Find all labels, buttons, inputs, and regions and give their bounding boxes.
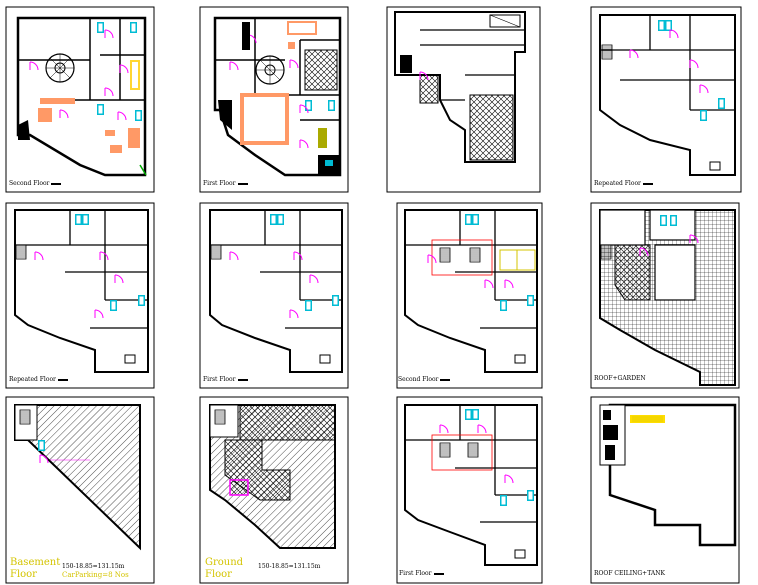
scale-bar <box>642 182 653 185</box>
basement-label: Basement Floor <box>10 557 61 580</box>
label-text: First Floor <box>203 180 236 187</box>
label-text: ROOF CEILING+TANK <box>594 570 665 577</box>
panel-label: Repeated Floor <box>9 377 68 383</box>
plan-panel-7 <box>396 202 543 389</box>
label-text: ROOF+GARDEN <box>594 375 646 382</box>
plan-panel-4 <box>590 6 742 193</box>
plan-panel-5 <box>5 202 155 389</box>
scale-bar <box>433 572 444 575</box>
panel-label: First Floor <box>203 377 248 383</box>
panel-label: Second Floor <box>9 180 62 187</box>
plan-panel-2 <box>199 6 349 193</box>
panel-label: Repeated Floor <box>594 181 653 187</box>
plan-panel-3 <box>386 6 541 193</box>
area-text: 150-18.85=131.15m <box>62 563 125 570</box>
plan-panel-6 <box>199 202 349 389</box>
label-text: First Floor <box>399 570 432 577</box>
label-text: Second Floor <box>398 376 439 383</box>
label-text: First Floor <box>203 376 236 383</box>
scale-bar <box>440 378 451 381</box>
parking-text: CarParking=8 Nos <box>62 570 129 579</box>
scale-bar <box>237 378 248 381</box>
plan-panel-1 <box>5 6 155 193</box>
panel-label: First Floor <box>399 571 444 577</box>
scale-bar <box>51 182 62 185</box>
panel-label: First Floor <box>203 181 248 187</box>
basement-area: 150-18.85=131.15m CarParking=8 Nos <box>62 563 129 580</box>
scale-bar <box>237 182 248 185</box>
panel-label: Second Floor <box>398 376 451 383</box>
scale-bar <box>57 378 68 381</box>
panel-label: ROOF+GARDEN <box>594 376 646 382</box>
plan-panel-8 <box>590 202 740 389</box>
label-text: Repeated Floor <box>9 376 56 383</box>
area-text: 150-18.85=131.15m <box>258 563 321 570</box>
label-text: Second Floor <box>9 180 50 187</box>
ground-area: 150-18.85=131.15m <box>258 563 320 571</box>
plan-panel-12 <box>590 396 740 584</box>
panel-label: ROOF CEILING+TANK <box>594 571 665 577</box>
plan-panel-11 <box>396 396 543 584</box>
plan-panel-10 <box>199 396 349 584</box>
label-text: Repeated Floor <box>594 180 641 187</box>
ground-label: Ground Floor <box>205 557 244 580</box>
plan-panel-9 <box>5 396 155 584</box>
